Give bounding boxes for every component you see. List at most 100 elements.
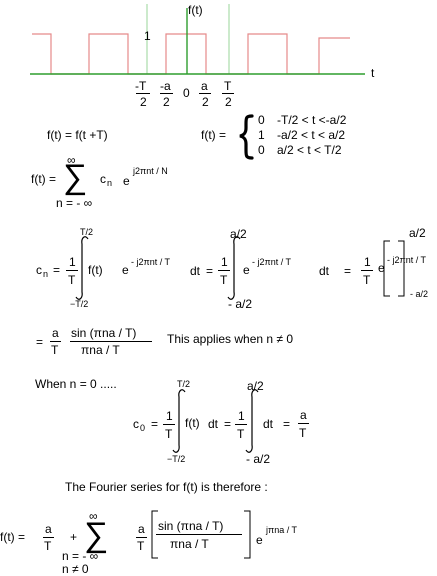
fourier-sum-lower-1: n = - ∞ [62,549,99,563]
fourier-sinc-bar [156,534,242,535]
case-2-value: 1 [258,128,265,142]
case-3-value: 0 [258,143,265,157]
tick-neg-a-den: 2 [163,95,170,109]
c0-lhs-sub: 0 [140,423,146,433]
tick-a-bar [199,93,211,94]
tick-neg-T-bar [136,93,150,94]
c0-dt1: dt [208,417,219,431]
c0-frac2-num: 1 [238,409,245,423]
result-note: This applies when n ≠ 0 [167,332,293,346]
tick-zero: 0 [183,86,190,100]
fourier-a0-num: a [45,522,52,536]
result-frac-a: a [52,326,59,340]
c0-int2-lower: - a/2 [246,452,271,466]
tick-a-den: 2 [202,95,209,109]
fourier-intro: The Fourier series for f(t) is therefore… [65,480,268,494]
fourier-lhs: f(t) = [0,530,26,544]
n0-intro: When n = 0 ..... [35,377,117,391]
c0-frac1-num: 1 [166,409,173,423]
cn-exp2: - j2πnt / T [252,257,292,267]
c0-int1-upper: T/2 [177,379,191,389]
cn-eval-upper: a/2 [409,226,426,240]
result-frac-bar [50,341,61,342]
cn-int2-upper: a/2 [230,227,247,241]
fourier-sum-upper: ∞ [89,509,98,523]
fourier-sinc-num: sin (πna / T) [158,519,224,533]
fourier-a0-den: T [44,539,52,553]
c0-lhs: c [133,417,139,431]
y-axis-label: f(t) [188,3,203,17]
x-axis-label: t [371,66,375,80]
tick-neg-a-num: -a [160,79,171,93]
fourier-exponent: jπna / T [266,525,298,535]
result-equals: = [36,335,44,349]
fourier-exp-base: e [256,533,263,547]
cn-frac3-num: 1 [364,255,371,269]
tick-neg-T-num: -T [135,79,147,93]
cn-frac3-den: T [363,273,371,287]
cn-e1: e [122,263,129,277]
periodicity-equation: f(t) = f(t +T) [47,128,108,142]
cn-frac1-den: T [68,273,76,287]
summation-sign: ∑ [63,158,88,196]
tick-T-num: T [224,79,232,93]
c0-int2-upper: a/2 [247,379,264,393]
cn-dt1: dt [190,264,201,278]
c0-result-T: T [299,426,307,440]
fourier-sinc-den: πna / T [170,537,209,551]
cn-frac1-bar [66,270,78,271]
tick-T-bar [222,93,234,94]
c0-dt2: dt [263,417,274,431]
series-sum-upper: ∞ [67,153,76,167]
cn-equals-1: = [53,263,61,277]
cn-lhs: c [36,263,42,277]
result-frac-T: T [51,343,59,357]
c0-int1-lower: −T/2 [167,454,186,464]
fourier-plus: + [70,530,78,544]
cn-frac1-num: 1 [69,255,76,269]
cn-dt2: dt [319,264,330,278]
fourier-coef-bar [136,537,147,538]
result-sinc-den: πna / T [81,343,120,357]
tick-a-num: a [201,79,208,93]
series-coef: c [100,172,106,186]
cn-lhs-sub: n [43,269,49,279]
series-exp-base: e [123,174,130,188]
tick-T-den: 2 [225,95,232,109]
cn-e2: e [243,263,250,277]
c0-equals-1: = [151,417,159,431]
result-sinc-num: sin (πna / T) [71,326,137,340]
cn-bracket-num-exp: - j2πnt / T [387,255,427,265]
series-coef-sub: n [107,178,113,188]
tick-neg-a-bar [160,93,173,94]
c0-frac2-den: T [237,427,245,441]
level-one-label: 1 [144,29,151,43]
fourier-coef-T: T [137,539,145,553]
cn-int1-lower: −T/2 [70,299,89,309]
piecewise-lhs: f(t) = [201,128,227,142]
series-sum-lower: n = - ∞ [56,196,93,210]
fourier-a0-bar [43,537,54,538]
cn-equals-2: = [206,264,214,278]
c0-result-a: a [300,408,307,422]
cn-frac2-num: 1 [221,255,228,269]
cn-int1-upper: T/2 [80,227,94,237]
result-sinc-bar [70,341,152,342]
tick-neg-T-den: 2 [140,95,147,109]
c0-result-bar [298,423,309,424]
cn-bracket-num-e: e [378,261,385,275]
cn-frac2-den: T [220,273,228,287]
cn-int2-lower: - a/2 [228,297,253,311]
case-2-condition: -a/2 < t < a/2 [277,128,346,142]
case-1-condition: -T/2 < t <-a/2 [277,113,347,127]
cn-f: f(t) [88,263,103,277]
c0-frac1-bar [163,424,175,425]
fourier-summation-sign: ∑ [84,516,109,554]
c0-f: f(t) [185,416,200,430]
